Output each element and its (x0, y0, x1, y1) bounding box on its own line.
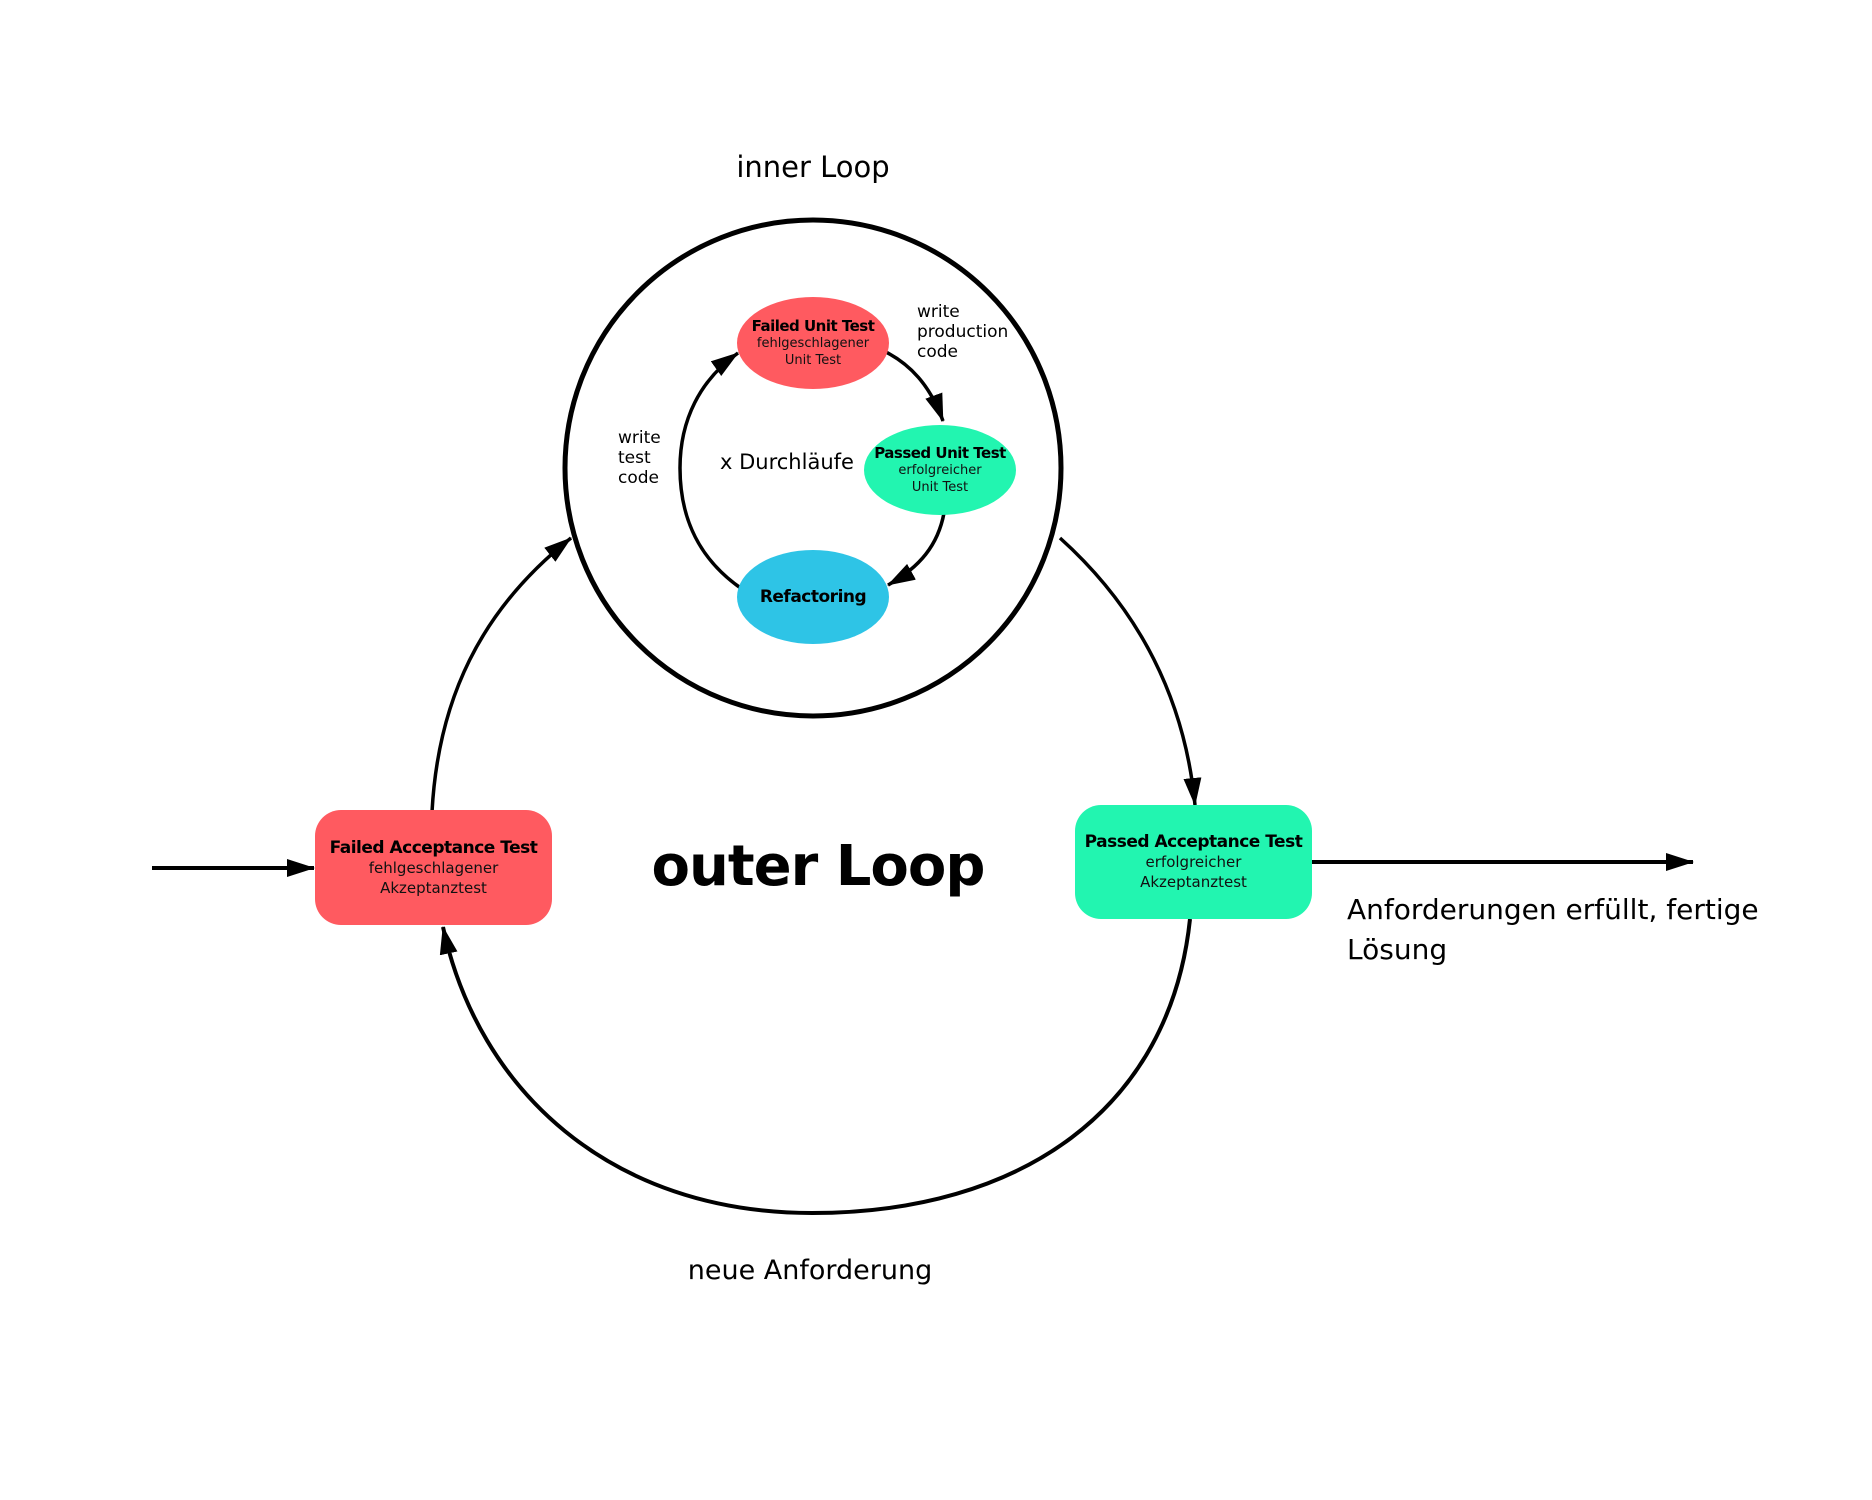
node-failed-unit-test: Failed Unit Test fehlgeschlagener Unit T… (737, 297, 889, 389)
node-title: Failed Acceptance Test (329, 837, 538, 858)
edge-passed-unit-to-refactoring (887, 512, 946, 587)
node-subtitle: fehlgeschlagener (756, 336, 870, 351)
node-subtitle: Unit Test (784, 353, 842, 368)
node-subtitle: erfolgreicher (1145, 853, 1242, 871)
edge-label-neue-anforderung: neue Anforderung (687, 1255, 933, 1286)
node-title: Passed Acceptance Test (1084, 832, 1303, 852)
node-refactoring: Refactoring (737, 550, 889, 644)
iterations-label: x Durchläufe (720, 450, 854, 474)
node-subtitle: fehlgeschlagener (368, 858, 499, 877)
edge-passed-to-failed-acceptance (439, 918, 1192, 1216)
node-title: Passed Unit Test (874, 444, 1006, 462)
node-subtitle: Unit Test (911, 480, 969, 495)
node-subtitle: Akzeptanztest (1140, 873, 1247, 891)
edge-label-write-production-code: write production code (917, 302, 1009, 362)
outer-loop-title: outer Loop (651, 834, 986, 899)
node-subtitle: Akzeptanztest (380, 878, 487, 897)
node-passed-unit-test: Passed Unit Test erfolgreicher Unit Test (864, 425, 1016, 515)
edge-label-requirements-fulfilled: Anforderungen erfüllt, fertige Lösung (1347, 893, 1759, 966)
edge-inner-loop-to-passed-acceptance (1058, 536, 1202, 806)
node-failed-acceptance-test: Failed Acceptance Test fehlgeschlagener … (315, 810, 552, 925)
edge-label-write-test-code: write test code (618, 428, 661, 488)
node-title: Failed Unit Test (751, 317, 875, 335)
node-subtitle: erfolgreicher (898, 463, 982, 478)
edge-failed-unit-to-passed-unit (883, 349, 945, 422)
inner-loop-circle (562, 217, 1064, 719)
inner-loop-title: inner Loop (736, 150, 890, 184)
edge-refactoring-to-failed-unit (678, 351, 743, 591)
node-title: Refactoring (759, 587, 867, 607)
node-passed-acceptance-test: Passed Acceptance Test erfolgreicher Akz… (1075, 805, 1312, 919)
edge-failed-acceptance-to-inner-loop (430, 536, 573, 813)
